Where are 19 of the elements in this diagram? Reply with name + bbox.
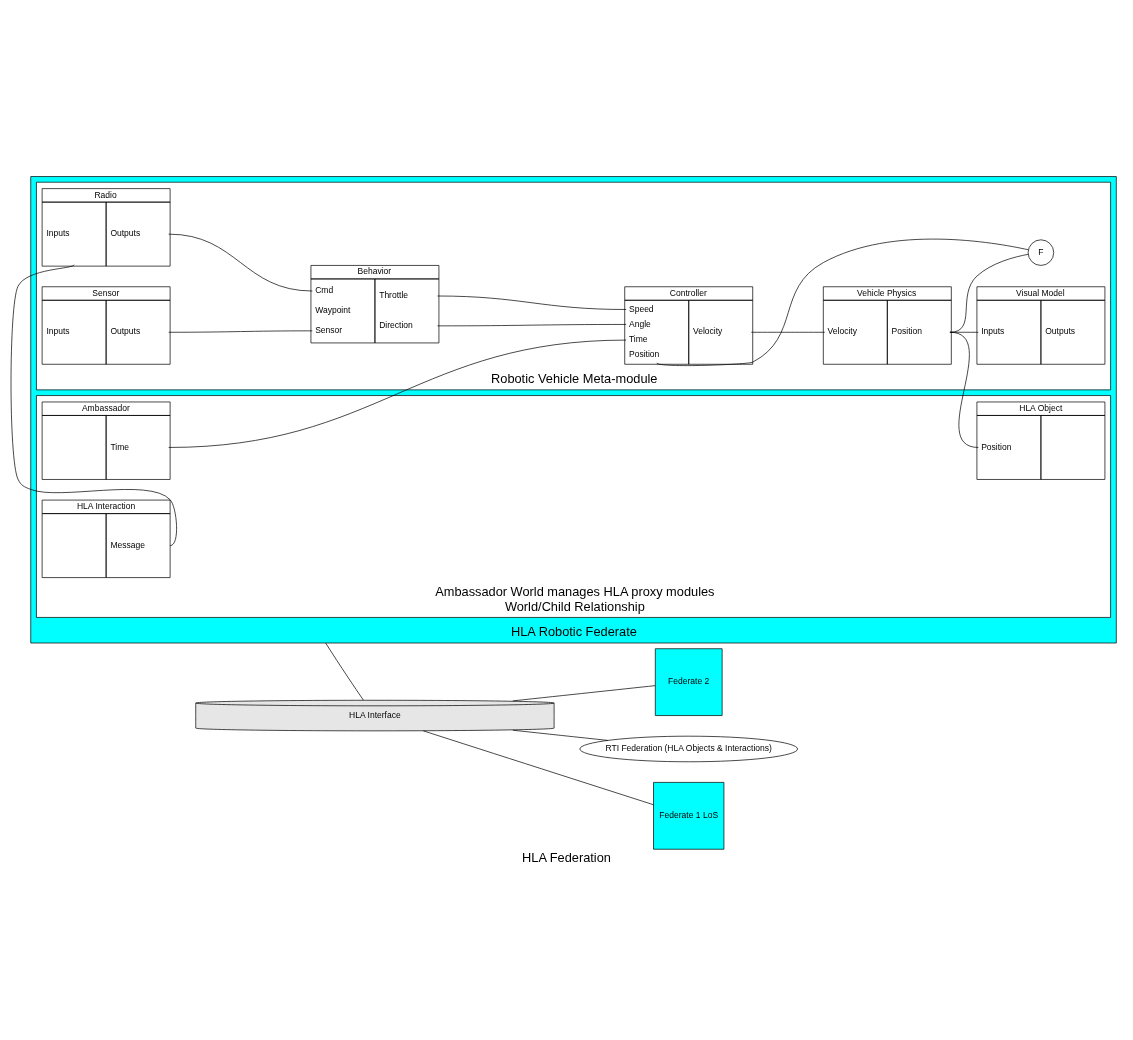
caption: HLA Federation xyxy=(522,850,611,866)
connector xyxy=(750,331,826,333)
connector xyxy=(512,729,609,741)
connector xyxy=(325,642,364,701)
node-ellipse: RTI Federation (HLA Objects & Interactions) xyxy=(579,735,798,763)
node-circle: F xyxy=(1027,239,1055,266)
node-box: Federate 2 xyxy=(654,648,723,716)
connector xyxy=(168,233,313,292)
connector xyxy=(656,238,1029,366)
connector xyxy=(437,295,627,310)
connector xyxy=(949,254,1029,333)
connector xyxy=(168,339,627,448)
connector xyxy=(949,331,979,448)
connector xyxy=(437,324,627,327)
connector xyxy=(168,330,313,333)
connector xyxy=(10,264,177,546)
connector xyxy=(423,730,654,806)
node-box: Federate 1 LoS xyxy=(653,782,725,850)
connector xyxy=(512,685,656,702)
